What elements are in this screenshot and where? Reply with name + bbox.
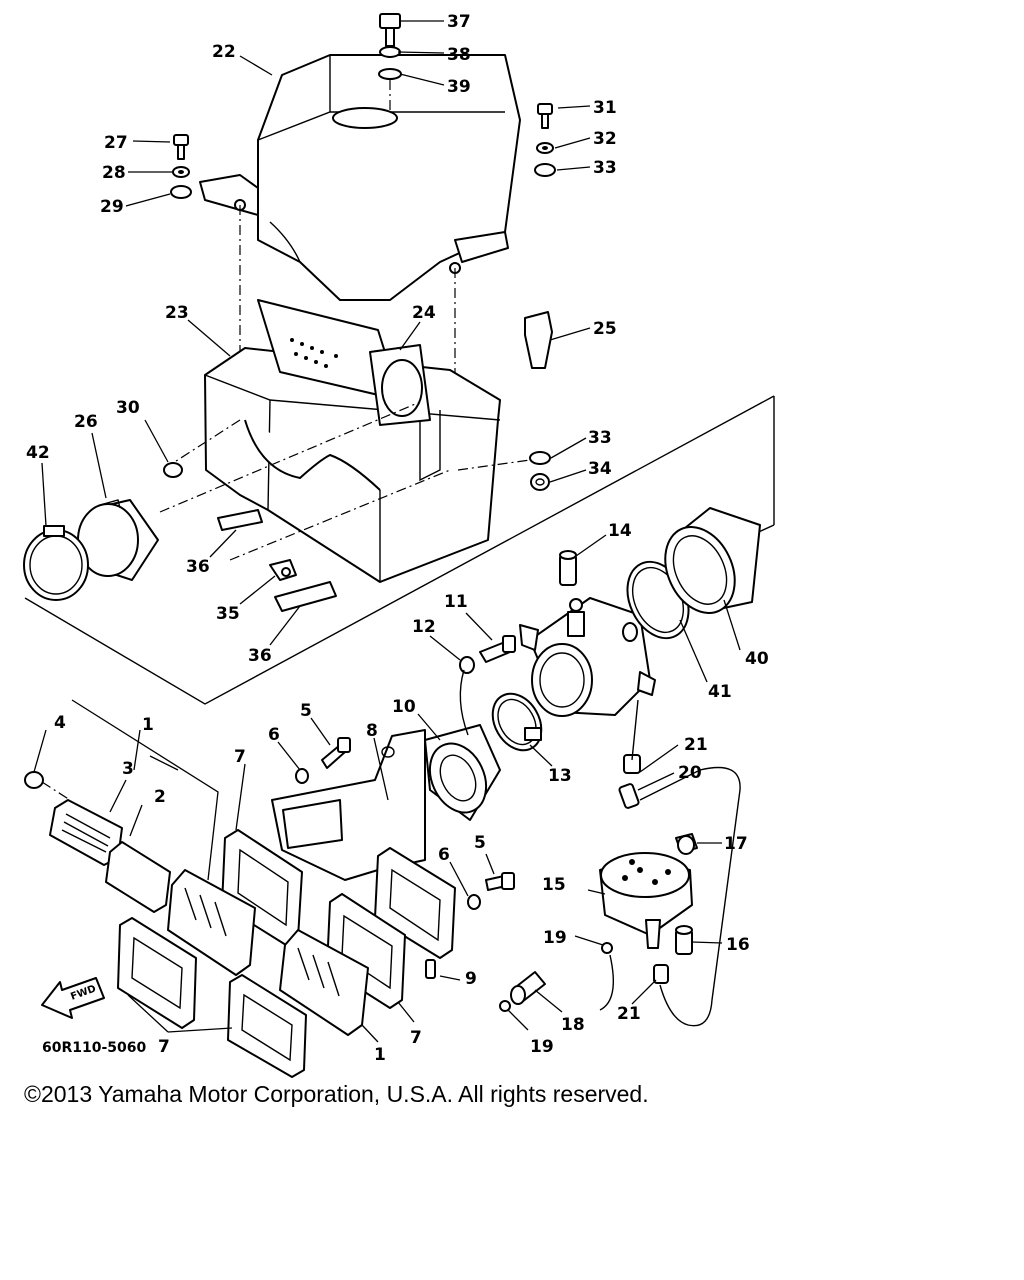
callout-1-lower: 1: [374, 1045, 386, 1065]
callout-40: 40: [745, 649, 769, 669]
callout-11: 11: [444, 592, 468, 612]
fitting-21b: [653, 964, 669, 984]
callout-2: 2: [154, 787, 166, 807]
air-filter: [257, 299, 431, 426]
callout-37: 37: [447, 12, 471, 32]
callout-12: 12: [412, 617, 436, 637]
callout-39: 39: [447, 77, 471, 97]
intake-boot-26: [77, 499, 159, 581]
reed-petal-2: [105, 841, 171, 913]
callout-32: 32: [593, 129, 617, 149]
callout-24: 24: [412, 303, 436, 323]
callout-20: 20: [678, 763, 702, 783]
pad-36a: [217, 509, 263, 531]
callout-31: 31: [593, 98, 617, 118]
callout-13: 13: [548, 766, 572, 786]
bolt-5b: [485, 872, 515, 891]
washer-6a: [295, 768, 309, 784]
callout-7-bottom: 7: [158, 1037, 170, 1057]
fwd-arrow-icon: FWD: [41, 977, 105, 1019]
callout-17: 17: [724, 834, 748, 854]
callout-33-top: 33: [593, 158, 617, 178]
clamp-13: [491, 692, 543, 752]
callout-28: 28: [102, 163, 126, 183]
clip-19b: [499, 1000, 511, 1012]
copyright-notice: ©2013 Yamaha Motor Corporation, U.S.A. A…: [24, 1081, 649, 1107]
washer-6b: [467, 894, 481, 910]
bolt-5a: [321, 737, 351, 769]
callout-18: 18: [561, 1015, 585, 1035]
clip-35: [269, 559, 297, 581]
callout-25: 25: [593, 319, 617, 339]
callout-4: 4: [54, 713, 66, 733]
clip-25: [524, 311, 553, 369]
callout-19-lower: 19: [530, 1037, 554, 1057]
leader-lines: [33, 20, 741, 1043]
callout-30: 30: [116, 398, 140, 418]
nut-34: [530, 473, 550, 491]
group-outline: [24, 395, 775, 705]
callout-42: 42: [26, 443, 50, 463]
hose-18: [510, 971, 546, 1005]
callout-38: 38: [447, 45, 471, 65]
clip-19a: [601, 942, 613, 954]
callout-36-lower: 36: [248, 646, 272, 666]
callout-19-upper: 19: [543, 928, 567, 948]
washer-12: [459, 656, 475, 674]
bolt-37-stack: [378, 13, 402, 112]
callout-33-mid: 33: [588, 428, 612, 448]
callout-3: 3: [122, 759, 134, 779]
airbox-lid: [199, 54, 521, 301]
callout-16: 16: [726, 935, 750, 955]
callout-labels: 37 38 39 22 27 28 29 31 32 33 23 24 25 3…: [26, 12, 769, 1065]
callout-6-upper: 6: [268, 725, 280, 745]
fitting-14: [559, 550, 577, 586]
fitting-16: [675, 925, 693, 955]
callout-7-upper: 7: [234, 747, 246, 767]
screw-4: [24, 771, 71, 801]
callout-7-right: 7: [410, 1028, 422, 1048]
callout-1-upper: 1: [142, 715, 154, 735]
fuel-pump-15: [599, 852, 693, 949]
callout-36-upper: 36: [186, 557, 210, 577]
washer-33b: [529, 451, 551, 465]
callout-6-lower: 6: [438, 845, 450, 865]
joint-10: [424, 724, 501, 821]
exploded-parts-diagram: FWD: [23, 12, 775, 1078]
nut-30: [163, 462, 183, 478]
bolt-11: [479, 635, 516, 663]
part-code: 60R110-5060: [42, 1040, 147, 1056]
nut-17: [675, 833, 698, 855]
callout-15: 15: [542, 875, 566, 895]
callout-22: 22: [212, 42, 236, 62]
stud-9: [425, 959, 436, 979]
hoses: [459, 669, 741, 1027]
callout-10: 10: [392, 697, 416, 717]
gasket-7d: [117, 917, 197, 1029]
carburetor: [519, 597, 656, 717]
callout-26: 26: [74, 412, 98, 432]
callout-21-lower: 21: [617, 1004, 641, 1024]
callout-34: 34: [588, 459, 612, 479]
callout-8: 8: [366, 721, 378, 741]
bolt-27-stack: [170, 134, 241, 420]
clamp-42: [23, 525, 89, 601]
gasket-7e: [227, 974, 307, 1078]
callout-5-lower: 5: [474, 833, 486, 853]
callout-41: 41: [708, 682, 732, 702]
intake-manifold-8: [271, 729, 426, 881]
pad-36b: [274, 581, 337, 612]
callout-29: 29: [100, 197, 124, 217]
callout-23: 23: [165, 303, 189, 323]
callout-9: 9: [465, 969, 477, 989]
fitting-20: [618, 783, 640, 809]
callout-35: 35: [216, 604, 240, 624]
intake-silencer-40: [664, 507, 761, 614]
callout-5-upper: 5: [300, 701, 312, 721]
reed-valve-1a: [167, 869, 256, 976]
callout-27: 27: [104, 133, 128, 153]
callout-14: 14: [608, 521, 632, 541]
callout-21-upper: 21: [684, 735, 708, 755]
